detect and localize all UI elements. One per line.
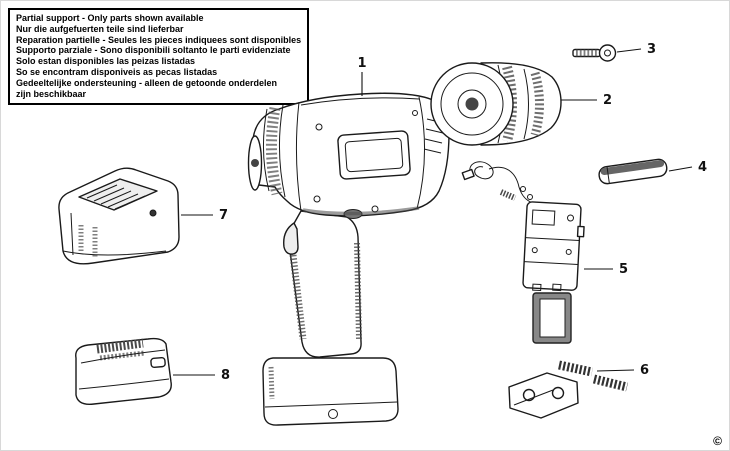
part-label-3: 3 xyxy=(647,42,656,57)
part-chuck xyxy=(430,62,562,146)
notice-line: Supporto parziale - Sono disponibili sol… xyxy=(16,45,291,56)
notice-line: Nur die aufgefuerten teile sind lieferba… xyxy=(16,23,184,34)
part-charger xyxy=(58,167,180,265)
part-switch-assembly xyxy=(461,161,585,344)
notice-line: Reparation partielle - Seules les pieces… xyxy=(16,34,302,45)
notice-line: So se encontram disponiveis as pecas lis… xyxy=(16,66,218,77)
notice-box: Partial support - Only parts shown avail… xyxy=(8,8,310,106)
part-springs xyxy=(508,360,629,419)
part-label-6: 6 xyxy=(640,363,649,378)
part-battery xyxy=(75,337,172,405)
leader-6 xyxy=(596,369,635,372)
part-drill-body xyxy=(247,92,450,426)
part-label-8: 8 xyxy=(221,368,230,383)
part-label-2: 2 xyxy=(603,93,612,108)
notice-line: zijn beschikbaar xyxy=(16,88,87,99)
part-label-5: 5 xyxy=(619,262,628,277)
leader-4 xyxy=(668,166,693,172)
leader-3 xyxy=(616,48,642,53)
part-clip-plate xyxy=(598,158,668,185)
part-label-4: 4 xyxy=(698,160,707,175)
part-label-7: 7 xyxy=(219,208,228,223)
part-screw xyxy=(572,44,617,62)
part-label-1: 1 xyxy=(357,56,366,71)
notice-line: Gedeeltelijke ondersteuning - alleen de … xyxy=(16,77,278,88)
copyright-symbol: © xyxy=(713,434,722,448)
notice-line: Solo estan disponibles las peizas listad… xyxy=(16,56,196,67)
notice-line: Partial support - Only parts shown avail… xyxy=(16,13,204,23)
